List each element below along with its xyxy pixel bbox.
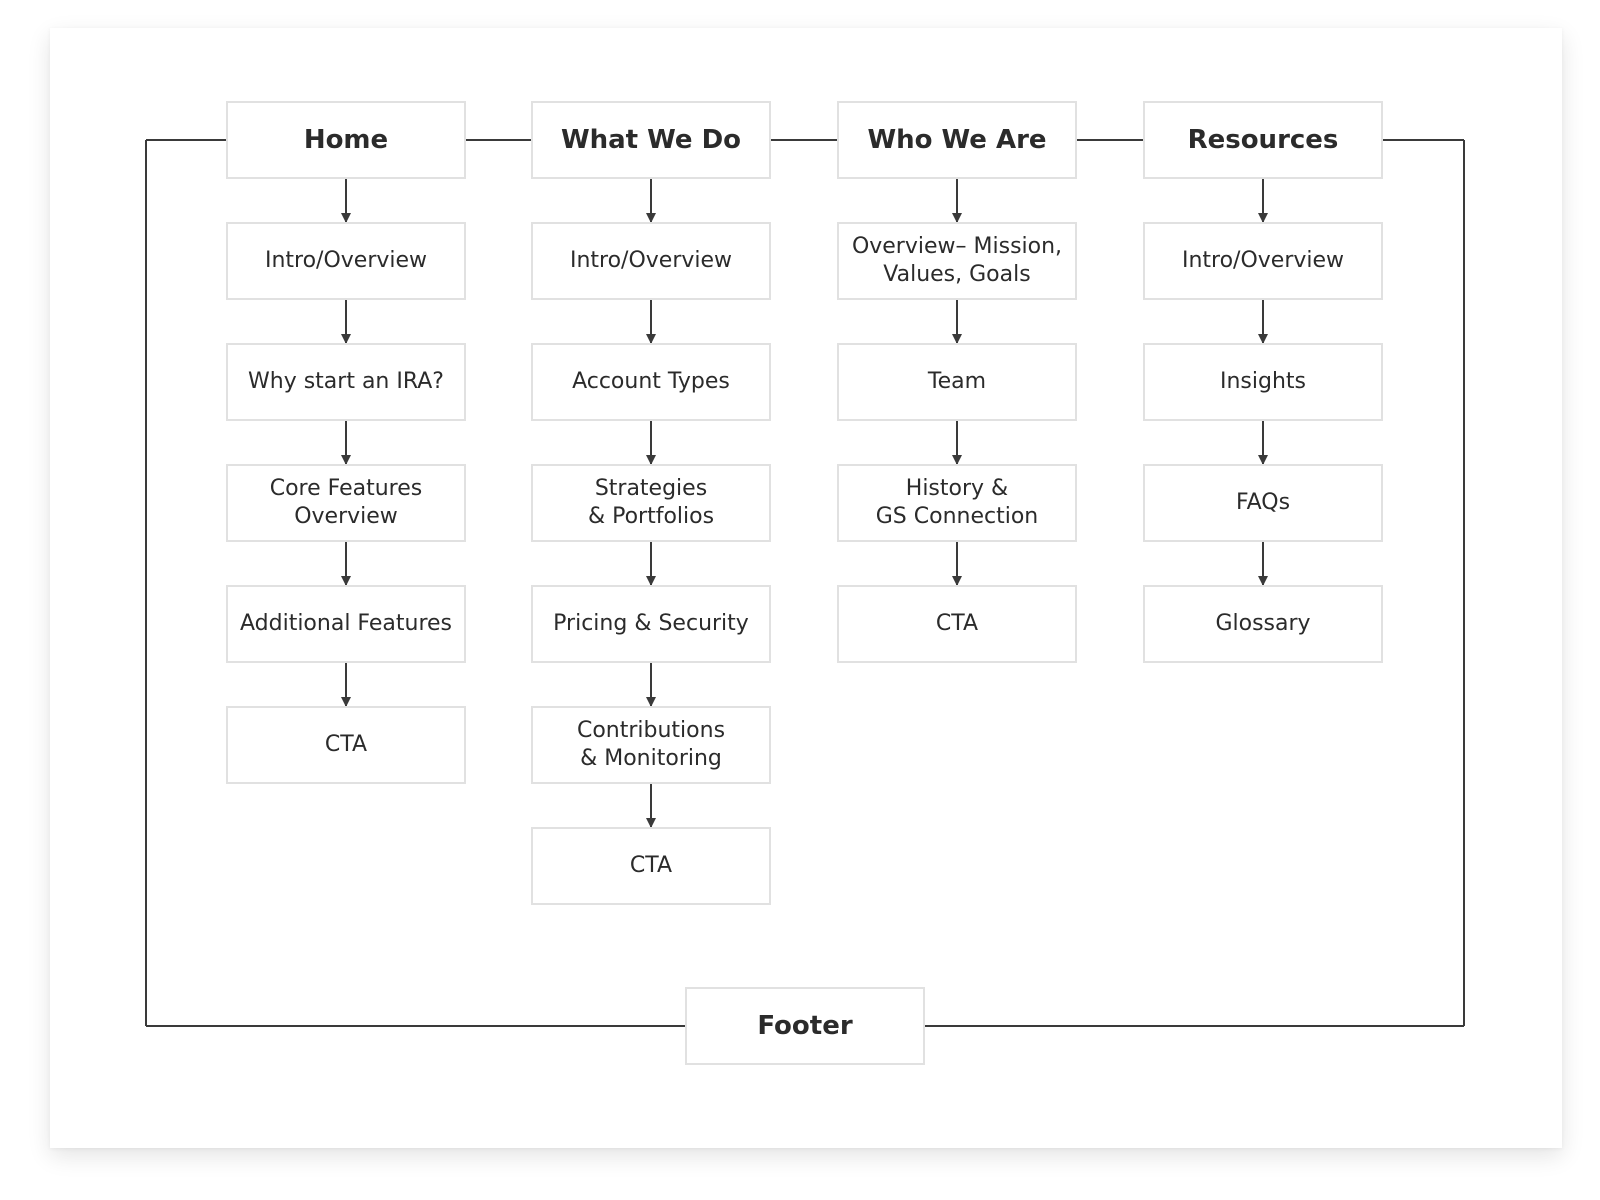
node-resources-item: FAQs: [1143, 464, 1383, 542]
node-footer: Footer: [685, 987, 925, 1065]
node-who-we-are-item: Team: [837, 343, 1077, 421]
node-resources-item: Glossary: [1143, 585, 1383, 663]
node-who-we-are-header: Who We Are: [837, 101, 1077, 179]
node-resources-item: Intro/Overview: [1143, 222, 1383, 300]
frame-lines: [145, 139, 1465, 1027]
node-what-we-do-item: CTA: [531, 827, 771, 905]
node-what-we-do-item: Account Types: [531, 343, 771, 421]
node-what-we-do-header: What We Do: [531, 101, 771, 179]
arrow-lines: [341, 179, 1268, 828]
node-who-we-are-item: History & GS Connection: [837, 464, 1077, 542]
node-what-we-do-item: Pricing & Security: [531, 585, 771, 663]
node-home-item: Core Features Overview: [226, 464, 466, 542]
node-resources-item: Insights: [1143, 343, 1383, 421]
node-who-we-are-item: CTA: [837, 585, 1077, 663]
node-home-item: Why start an IRA?: [226, 343, 466, 421]
node-home-item: Intro/Overview: [226, 222, 466, 300]
node-home-header: Home: [226, 101, 466, 179]
node-home-item: CTA: [226, 706, 466, 784]
node-what-we-do-item: Contributions & Monitoring: [531, 706, 771, 784]
node-resources-header: Resources: [1143, 101, 1383, 179]
node-home-item: Additional Features: [226, 585, 466, 663]
node-who-we-are-item: Overview– Mission, Values, Goals: [837, 222, 1077, 300]
node-what-we-do-item: Strategies & Portfolios: [531, 464, 771, 542]
node-what-we-do-item: Intro/Overview: [531, 222, 771, 300]
